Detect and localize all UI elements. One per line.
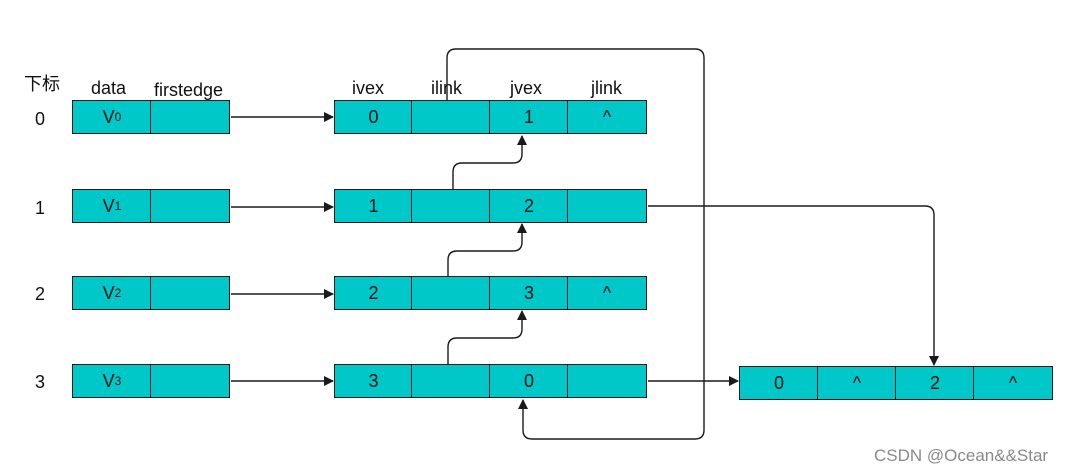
edge-0-ivex: 0: [334, 100, 413, 134]
header-data: data: [91, 78, 127, 98]
edge-3-jvex: 0: [489, 364, 569, 398]
row-index-1: 1: [35, 198, 46, 218]
firstedge-cell-3: [150, 364, 230, 398]
edge-3-ilink: [411, 364, 491, 398]
edge-1-jlink: [567, 189, 647, 223]
edge-2-ilink: [411, 276, 491, 310]
vertex-subscript: 1: [114, 199, 122, 213]
vertex-subscript: 2: [114, 286, 122, 300]
edge-1-ilink: [411, 189, 491, 223]
watermark: CSDN @Ocean&&Star: [874, 446, 1049, 465]
edge-3-ivex: 3: [334, 364, 413, 398]
header-jlink: jlink: [591, 78, 623, 98]
arrow-edge1-jlink: [648, 205, 939, 366]
vertex-subscript: 0: [114, 110, 122, 124]
edge-3-jlink: [567, 364, 647, 398]
edge-1-jvex: 2: [489, 189, 569, 223]
edge-4-jlink: ^: [973, 366, 1053, 400]
edge-4-ivex: 0: [739, 366, 819, 400]
header-jvex: jvex: [510, 78, 543, 98]
edge-2-jlink: ^: [567, 276, 647, 310]
edge-4-ilink: ^: [817, 366, 897, 400]
edge-0-ilink: [411, 100, 491, 134]
arrow-edge2-ilink: [447, 223, 527, 276]
vertex-name: V: [102, 370, 115, 391]
firstedge-cell-0: [150, 100, 230, 134]
vertex-name: V: [102, 282, 115, 303]
edge-2-ivex: 2: [334, 276, 413, 310]
edge-1-ivex: 1: [334, 189, 413, 223]
header-ivex: ivex: [352, 78, 385, 98]
vertex-name: V: [102, 106, 115, 127]
arrow-edge3-ilink: [447, 310, 527, 364]
arrow-edge0-ilink-loop: [446, 48, 705, 440]
row-index-2: 2: [35, 284, 46, 304]
row-index-0: 0: [35, 109, 46, 129]
edge-0-jlink: ^: [567, 100, 647, 134]
vertex-name: V: [102, 195, 115, 216]
arrow-edge1-ilink: [452, 135, 527, 189]
vertex-subscript: 3: [114, 374, 122, 388]
header-firstedge: firstedge: [154, 80, 224, 100]
firstedge-cell-2: [150, 276, 230, 310]
header-index: 下标: [24, 74, 60, 94]
firstedge-cell-1: [150, 189, 230, 223]
edge-4-jvex: 2: [895, 366, 975, 400]
row-index-3: 3: [35, 372, 46, 392]
